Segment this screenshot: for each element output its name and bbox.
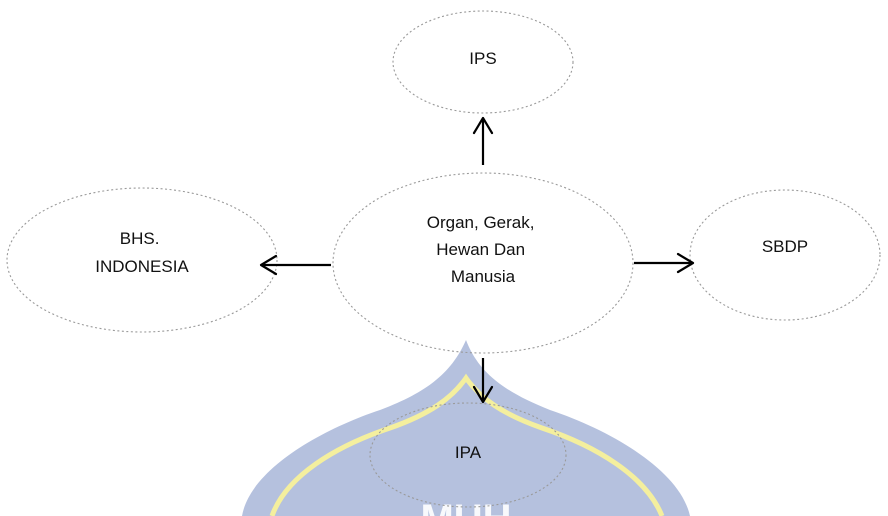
node-label-right-line: SBDP [762,237,808,256]
node-label-left-line-2: INDONESIA [95,257,189,276]
node-ellipse-top [392,10,574,114]
arrow-left [259,254,331,276]
node-label-center-line-2: Hewan Dan [436,240,525,259]
node-ellipse-center [332,172,634,354]
watermark-dome [242,340,690,516]
node-label-bottom-line: IPA [455,443,482,462]
arrow-up [472,116,494,165]
node-label-top: IPS [469,49,496,68]
node-ellipse-right [689,189,881,321]
node-label-center-line-3: Manusia [451,267,516,286]
node-label-left-line-1: BHS. [120,229,160,248]
watermark-logo: MUH [242,340,690,516]
node-label-left: BHS. INDONESIA [95,229,189,276]
node-label-center: Organ, Gerak, Hewan Dan Manusia [427,213,539,286]
node-label-right: SBDP [762,237,808,256]
arrow-right [634,252,695,274]
arrow-down [472,358,494,404]
node-ellipse-bottom [369,402,567,508]
node-label-bottom: IPA [455,443,482,462]
node-label-top-line: IPS [469,49,496,68]
node-ellipse-left [6,187,278,333]
node-label-center-line-1: Organ, Gerak, [427,213,535,232]
watermark-inner-outline [269,373,665,516]
